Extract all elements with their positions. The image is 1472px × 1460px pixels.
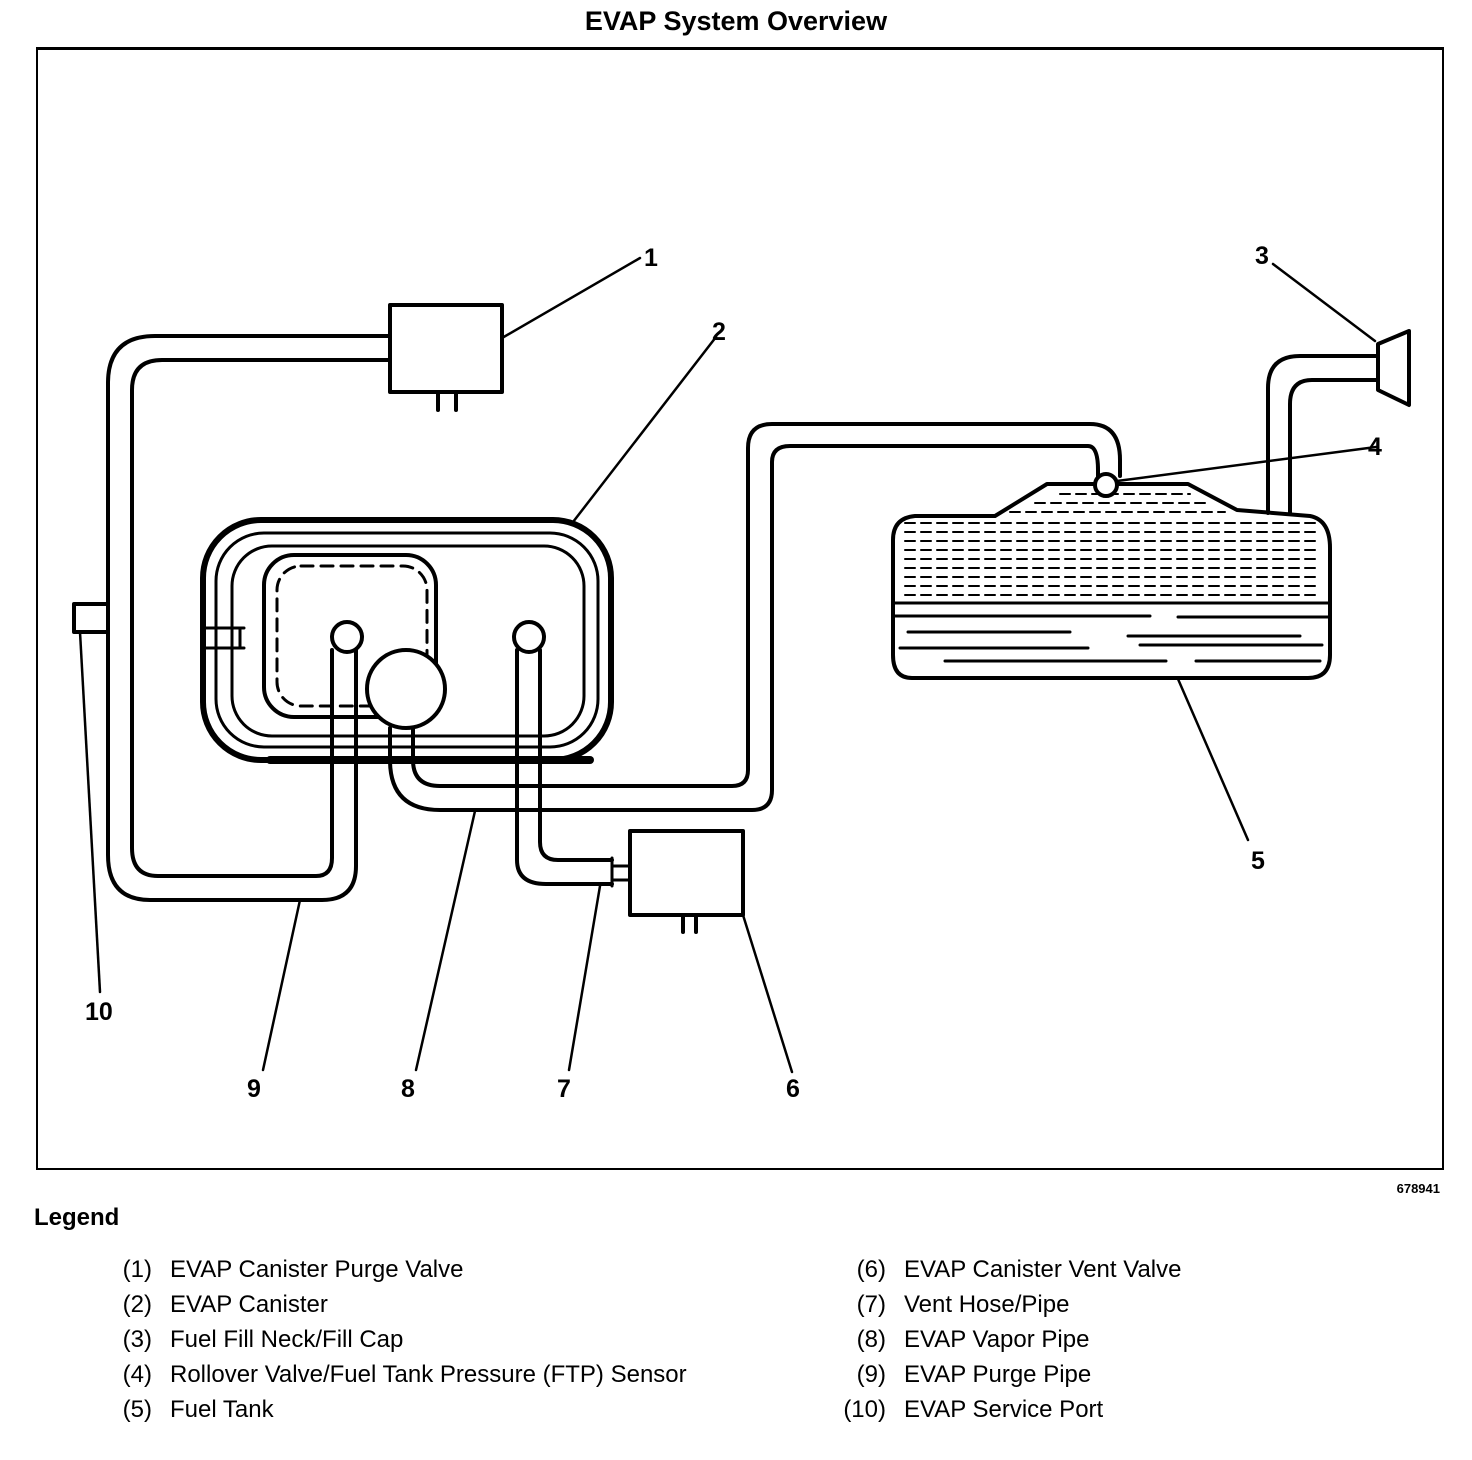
callout-3: 3 bbox=[1255, 242, 1269, 270]
legend-item: (10) EVAP Service Port bbox=[800, 1395, 1320, 1424]
legend-number: (9) bbox=[856, 1361, 886, 1388]
callout-7: 7 bbox=[557, 1075, 571, 1103]
callout-4: 4 bbox=[1368, 433, 1382, 461]
legend-item: (9) EVAP Purge Pipe bbox=[800, 1360, 1320, 1389]
diagram-frame bbox=[36, 47, 1444, 1170]
rollover-valve-ftp-sensor bbox=[1093, 472, 1119, 498]
legend-text: Fuel Tank bbox=[170, 1396, 274, 1423]
legend-item: (3) Fuel Fill Neck/Fill Cap bbox=[80, 1325, 720, 1354]
leader-2 bbox=[571, 335, 718, 524]
legend-number: (1) bbox=[122, 1256, 152, 1283]
callout-5: 5 bbox=[1251, 847, 1265, 875]
legend-number: (10) bbox=[843, 1396, 886, 1423]
legend-number: (2) bbox=[122, 1291, 152, 1318]
legend-left-column: (1) EVAP Canister Purge Valve (2) EVAP C… bbox=[80, 1255, 720, 1430]
legend-text: EVAP Canister bbox=[170, 1291, 328, 1318]
evap-service-port bbox=[72, 602, 110, 634]
legend-item: (1) EVAP Canister Purge Valve bbox=[80, 1255, 720, 1284]
legend-text: EVAP Canister Purge Valve bbox=[170, 1256, 464, 1283]
legend-item: (6) EVAP Canister Vent Valve bbox=[800, 1255, 1320, 1284]
leader-4 bbox=[1115, 445, 1378, 483]
legend-right-column: (6) EVAP Canister Vent Valve (7) Vent Ho… bbox=[800, 1255, 1320, 1430]
evap-canister bbox=[200, 517, 614, 764]
callout-9: 9 bbox=[247, 1075, 261, 1103]
legend-number: (8) bbox=[856, 1326, 886, 1353]
evap-vapor-pipe bbox=[388, 422, 1122, 812]
evap-purge-pipe bbox=[106, 334, 392, 902]
figure-id: 678941 bbox=[1396, 1181, 1440, 1196]
callout-2: 2 bbox=[712, 318, 726, 346]
legend-item: (7) Vent Hose/Pipe bbox=[800, 1290, 1320, 1319]
vent-hose-pipe bbox=[515, 648, 632, 888]
legend-number: (6) bbox=[856, 1256, 886, 1283]
fuel-tank bbox=[891, 482, 1332, 680]
legend-item: (5) Fuel Tank bbox=[80, 1395, 720, 1424]
leader-6 bbox=[741, 913, 794, 1074]
legend-text: EVAP Service Port bbox=[904, 1396, 1104, 1423]
evap-canister-purge-valve bbox=[388, 303, 504, 412]
legend-text: Fuel Fill Neck/Fill Cap bbox=[170, 1326, 404, 1353]
leader-8 bbox=[414, 809, 477, 1072]
legend-item: (8) EVAP Vapor Pipe bbox=[800, 1325, 1320, 1354]
leader-5 bbox=[1176, 677, 1250, 842]
legend-number: (5) bbox=[122, 1396, 152, 1423]
callout-8: 8 bbox=[401, 1075, 415, 1103]
legend-text: Vent Hose/Pipe bbox=[904, 1291, 1070, 1318]
leader-7 bbox=[567, 884, 602, 1072]
callout-1: 1 bbox=[644, 244, 658, 272]
evap-canister-vent-valve bbox=[628, 829, 745, 934]
callout-6: 6 bbox=[786, 1075, 800, 1103]
diagram-title: EVAP System Overview bbox=[584, 6, 888, 36]
legend-text: EVAP Vapor Pipe bbox=[904, 1326, 1090, 1353]
leader-lines bbox=[78, 256, 1378, 1074]
legend-title: Legend bbox=[34, 1204, 120, 1231]
leader-3 bbox=[1271, 262, 1377, 343]
legend-text: EVAP Purge Pipe bbox=[904, 1361, 1092, 1388]
legend-number: (4) bbox=[122, 1361, 152, 1388]
legend-item: (2) EVAP Canister bbox=[80, 1290, 720, 1319]
fuel-fill-neck-cap bbox=[1266, 329, 1411, 515]
leader-1 bbox=[500, 256, 642, 340]
leader-10 bbox=[78, 630, 102, 994]
legend-text: EVAP Canister Vent Valve bbox=[904, 1256, 1182, 1283]
legend-number: (3) bbox=[122, 1326, 152, 1353]
callout-10: 10 bbox=[85, 998, 113, 1026]
legend-number: (7) bbox=[856, 1291, 886, 1318]
leader-9 bbox=[261, 898, 302, 1072]
legend-text: Rollover Valve/Fuel Tank Pressure (FTP) … bbox=[170, 1361, 687, 1388]
evap-diagram: 1 2 3 4 5 6 7 8 9 10 bbox=[72, 242, 1411, 1103]
legend-item: (4) Rollover Valve/Fuel Tank Pressure (F… bbox=[80, 1360, 720, 1389]
